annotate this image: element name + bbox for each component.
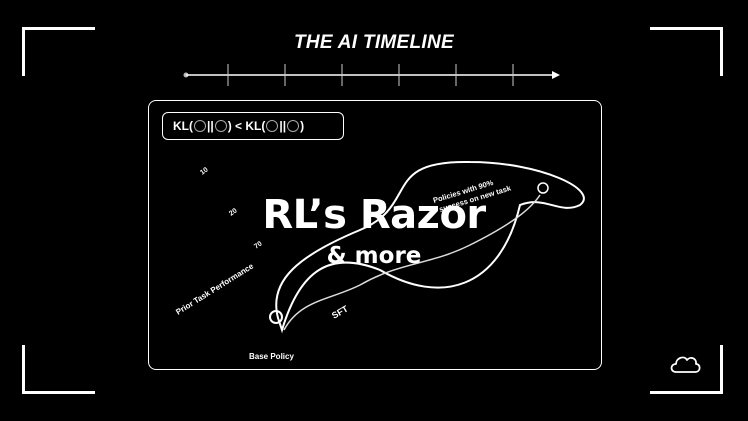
tick-label: 70 xyxy=(253,240,263,250)
circle-icon xyxy=(266,120,279,132)
formula-close: ) xyxy=(300,119,305,133)
base-policy-node xyxy=(269,310,283,324)
tick-label: 20 xyxy=(228,207,238,217)
frame-corner-bottom-left xyxy=(22,345,95,394)
formula-kl-1: KL( xyxy=(173,119,193,133)
hero-subtitle: & more xyxy=(326,243,422,269)
hero-title: RL’s Razor xyxy=(262,192,486,238)
formula-bars-2: || xyxy=(279,119,287,133)
content-panel xyxy=(148,100,602,370)
tick-label: 10 xyxy=(199,166,209,176)
kl-formula-box: KL( || ) < KL( || ) xyxy=(162,112,344,140)
sft-path xyxy=(283,194,541,331)
page-title: THE AI TIMELINE xyxy=(293,32,455,53)
circle-icon xyxy=(287,120,300,132)
axis-label: Prior Task Performance xyxy=(174,261,255,316)
cloud-icon xyxy=(670,356,701,373)
base-policy-label: Base Policy xyxy=(249,352,294,361)
frame-corner-top-right xyxy=(650,27,723,76)
target-policy-node xyxy=(537,182,549,194)
frame-corner-bottom-right xyxy=(650,345,723,394)
formula-bars-1: || xyxy=(207,119,214,133)
formula-kl-2: ) < KL( xyxy=(227,119,266,133)
frame-corner-top-left xyxy=(22,27,95,76)
circle-icon xyxy=(214,120,227,132)
policy-region-outline xyxy=(275,160,585,334)
timeline-arrow xyxy=(183,64,560,86)
circle-icon xyxy=(194,120,206,132)
sft-label: SFT xyxy=(330,303,350,320)
